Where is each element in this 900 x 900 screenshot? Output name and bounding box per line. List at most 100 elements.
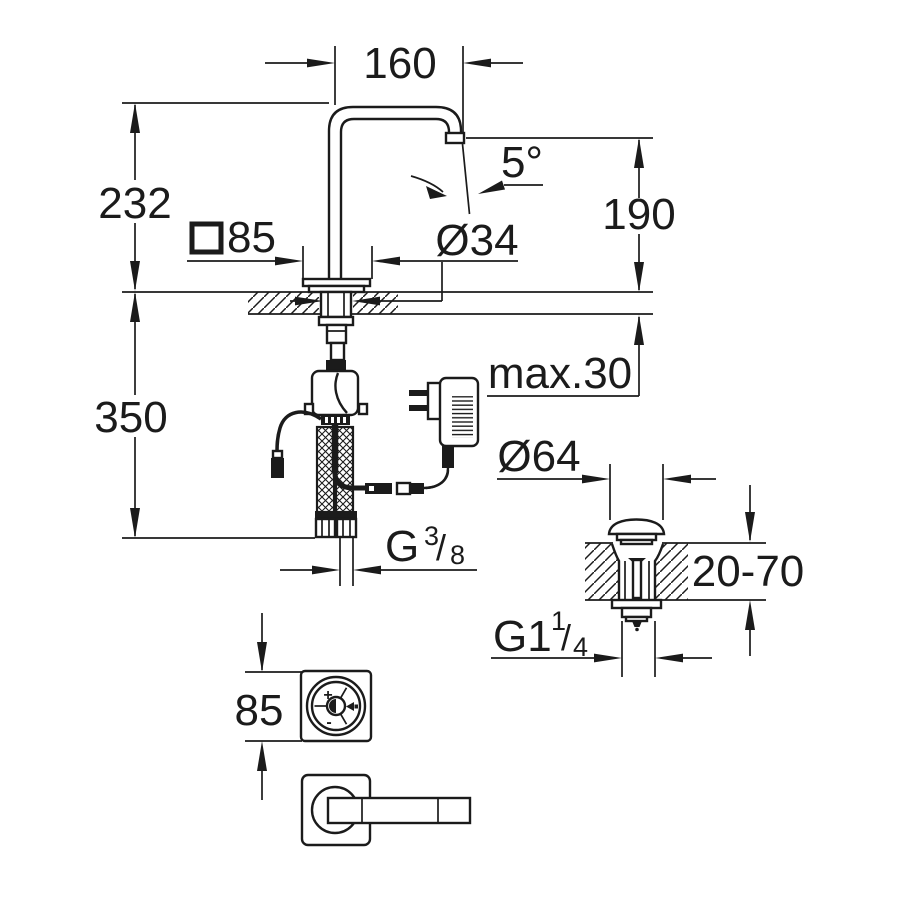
arrowhead-icon: [257, 642, 267, 672]
sensor-cable-bend: [332, 472, 366, 491]
faucet-spout: [327, 105, 466, 281]
connector-slot: [343, 417, 346, 423]
plug-prong: [409, 405, 429, 411]
angle-arrowhead-left-icon: [426, 186, 447, 199]
faucet-under-deck-assembly: [301, 277, 372, 586]
hose-nut-right: [335, 517, 358, 539]
arrowhead-icon: [275, 256, 303, 266]
stream-angle-annotation: 5°: [410, 138, 543, 215]
adapter-vents: [452, 396, 473, 438]
supply-thread-slash: /: [436, 527, 446, 568]
hose-fitting-band: [315, 511, 336, 519]
drain-flange-diameter-label: Ø64: [497, 432, 580, 481]
arrowhead-icon: [257, 741, 267, 771]
dim-supply-thread: G 3 / 8: [280, 521, 477, 575]
max-deck-thickness-label: max.30: [488, 349, 632, 398]
inline-connector-right-shell: [395, 481, 412, 496]
knob-minus-label: -: [326, 714, 331, 731]
drain-washer: [624, 615, 649, 623]
spout-inner-wall: [339, 117, 451, 281]
angle-arc: [410, 175, 444, 193]
drain-stem: [631, 558, 643, 600]
arrowhead-icon: [634, 315, 644, 345]
dim-below-deck: 350: [94, 292, 315, 539]
base-square-label: 85: [227, 213, 276, 262]
adapter-cable-out: [425, 467, 450, 490]
dim-drain-deck-range: 20-70: [692, 485, 805, 656]
spout-reach-label: 160: [363, 39, 436, 88]
plug-tip: [271, 449, 284, 460]
arrowhead-icon: [372, 256, 400, 266]
power-adapter: [409, 376, 480, 490]
drain-funnel-wall: [610, 543, 665, 600]
internal-cable: [334, 372, 348, 414]
countertop: [122, 291, 653, 315]
outlet-height-label: 190: [602, 190, 675, 239]
drain-thread-denominator: 4: [573, 632, 588, 662]
spout-outlet: [444, 131, 466, 145]
arrowhead-icon: [130, 292, 140, 322]
arrowhead-icon: [745, 600, 755, 630]
drain-deck-range-label: 20-70: [692, 547, 805, 596]
arrowhead-icon: [295, 296, 323, 306]
connector-slot: [337, 417, 340, 423]
remote-square-label: 85: [235, 686, 284, 735]
mounting-nut: [317, 315, 355, 327]
lever-handle: [300, 773, 472, 847]
connector-slot: [325, 417, 328, 423]
supply-thread-prefix: G: [385, 522, 419, 571]
body-side-tab: [357, 402, 369, 416]
arrowhead-icon: [634, 138, 644, 168]
valve-neck: [325, 323, 348, 345]
dim-height-above-deck: 232: [98, 102, 329, 291]
arrowhead-icon: [745, 512, 755, 542]
spout-outer-wall: [327, 105, 463, 281]
cap-ring-lower: [619, 538, 654, 546]
cable-curve: [275, 410, 322, 453]
dim-drain-flange-diameter: Ø64: [497, 432, 716, 520]
handle-lever: [326, 796, 472, 825]
valve-neck-lower: [329, 341, 346, 362]
supply-hose-left: [315, 425, 336, 514]
plug-prong: [409, 390, 429, 396]
hose-nut-left: [314, 517, 337, 539]
height-above-deck-label: 232: [98, 179, 171, 228]
arrowhead-icon: [353, 565, 381, 575]
hose-fitting-band: [336, 511, 357, 519]
inline-connector-right: [410, 483, 424, 494]
arrowhead-icon: [663, 474, 691, 484]
center-indicator-icon: [329, 699, 336, 713]
knob-sector-line: [339, 713, 348, 725]
knob-mode-bar-icon: [354, 704, 358, 709]
arrowhead-icon: [463, 58, 491, 68]
knob-outer-ring: [305, 675, 367, 737]
arrowhead-icon: [312, 565, 340, 575]
control-knob: + -: [299, 669, 373, 743]
cable-connector-block: [321, 415, 350, 425]
threaded-shank: [319, 290, 353, 319]
connector-slot: [331, 417, 334, 423]
drain-thread-slash: /: [561, 617, 571, 658]
dim-drain-thread: G1 1 / 4: [491, 606, 712, 663]
data-cable: [271, 410, 322, 478]
valve-top-connector: [326, 360, 346, 371]
supply-hose-right: [334, 425, 355, 514]
supply-thread-numerator: 3: [424, 521, 439, 551]
drain-assembly: [607, 518, 666, 677]
dim-remote-square: 85: [235, 613, 302, 800]
drain-thread-numerator: 1: [551, 606, 566, 636]
connector-notch: [369, 486, 374, 491]
dim-max-deck-thickness: max.30: [487, 315, 644, 398]
arrowhead-icon: [594, 653, 622, 663]
knob-center-button: [325, 695, 347, 717]
angle-arrowhead-right-icon: [478, 180, 505, 194]
drain-drip-dot: [635, 627, 639, 632]
drain-thread-prefix: G1: [493, 612, 552, 661]
arrowhead-icon: [130, 261, 140, 291]
shank-diameter-label: Ø34: [435, 216, 518, 265]
stream-angle-label: 5°: [501, 138, 543, 187]
knob-sector-line: [339, 687, 348, 699]
arrowhead-icon: [655, 653, 683, 663]
knob-dial-ring: [310, 680, 362, 732]
